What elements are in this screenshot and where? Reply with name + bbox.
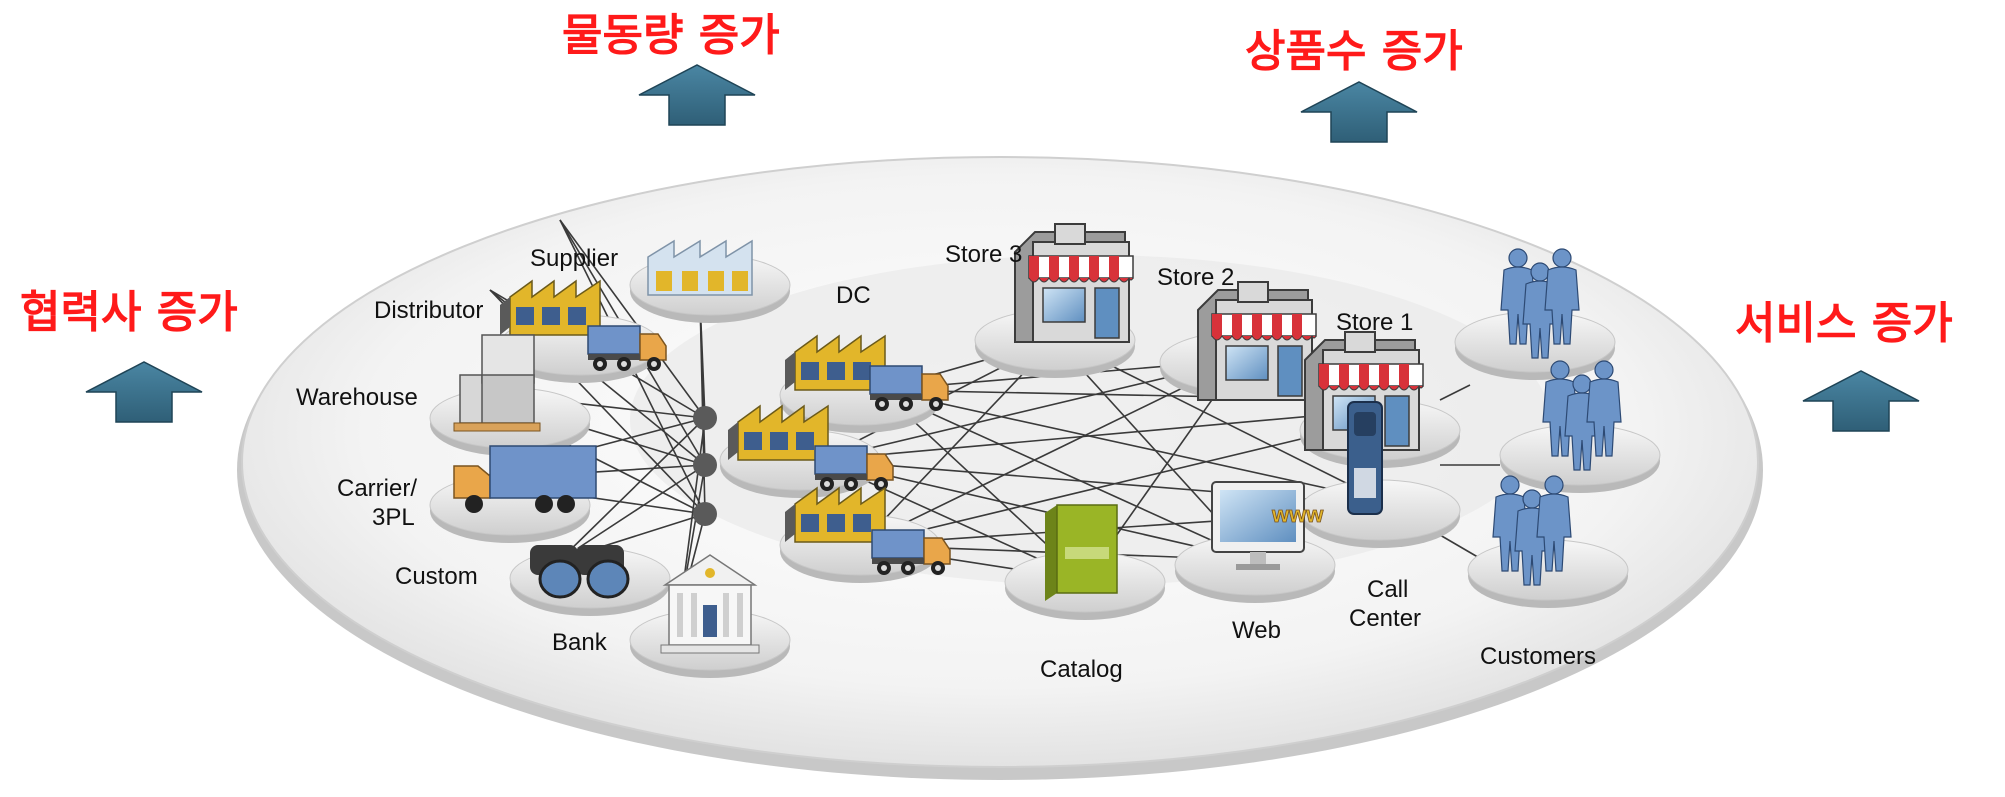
heading-partners-up: 협력사 증가: [20, 287, 238, 338]
custom-node: [509, 545, 671, 617]
call-center-node: [1299, 401, 1461, 549]
hub-node: [693, 453, 717, 477]
hub-node: [693, 502, 717, 526]
warehouse-label: Warehouse: [296, 384, 418, 411]
call-center-label-line1: Call: [1367, 576, 1408, 603]
dc-label: DC: [836, 282, 871, 309]
heading-products-up: 상품수 증가: [1245, 26, 1463, 77]
bank-label: Bank: [552, 629, 608, 656]
bank-node: [629, 554, 791, 679]
supplier-node: [629, 239, 791, 324]
carrier-label-line2: 3PL: [372, 504, 415, 531]
call-center-label-line2: Center: [1349, 605, 1421, 632]
distributor-label: Distributor: [374, 297, 483, 324]
web-label: Web: [1232, 617, 1281, 644]
catalog-node: [1004, 504, 1166, 621]
web-node: www: [1174, 481, 1336, 604]
catalog-label: Catalog: [1040, 656, 1123, 683]
customers-label: Customers: [1480, 643, 1596, 670]
carrier-node: [429, 445, 597, 544]
arrow-up-icon: [1802, 370, 1920, 432]
heading-services-up: 서비스 증가: [1735, 298, 1953, 349]
store3-label: Store 3: [945, 241, 1022, 268]
supplier-label: Supplier: [530, 245, 618, 272]
carrier-label-line1: Carrier/: [337, 475, 417, 502]
heading-volume-up: 물동량 증가: [562, 10, 780, 61]
custom-label: Custom: [395, 563, 478, 590]
arrow-up-icon: [638, 64, 756, 126]
warehouse-node: [429, 334, 591, 457]
www-label: www: [1271, 502, 1324, 527]
arrow-up-icon: [1300, 81, 1418, 143]
store2-label: Store 2: [1157, 264, 1234, 291]
store1-label: Store 1: [1336, 309, 1413, 336]
arrow-up-icon: [85, 361, 203, 423]
hub-node: [693, 406, 717, 430]
